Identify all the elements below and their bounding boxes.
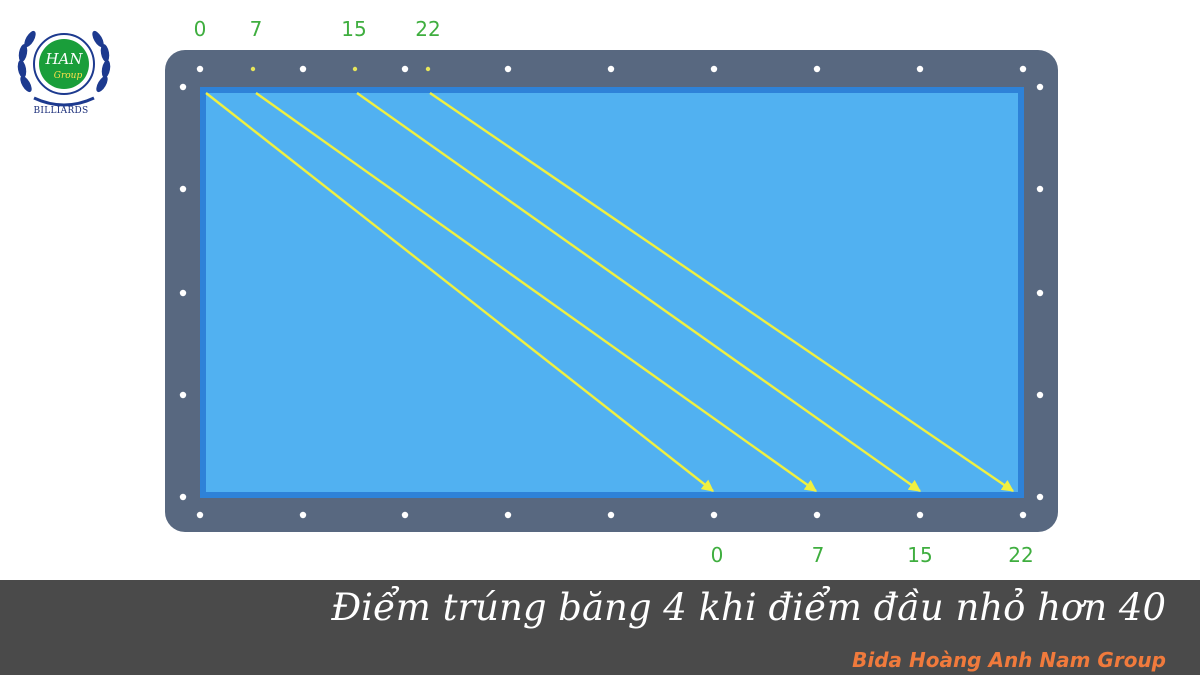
bottom-label-0: 0 [711,543,724,567]
footer-banner: Điểm trúng băng 4 khi điểm đầu nhỏ hơn 4… [0,580,1200,675]
shot-path-15 [356,92,921,492]
left-diamonds [179,83,187,501]
top-label-7: 7 [250,17,263,41]
bottom-label-15: 15 [907,543,932,567]
shot-path-7 [255,92,817,492]
logo-sub: Group [54,71,83,81]
han-group-logo: HAN Group [14,14,114,122]
billiard-table-diagram: 0 7 15 22 0 7 15 22 [165,17,1058,567]
bottom-diamonds [196,511,1027,519]
logo-caption: BILLIARDS [33,106,89,116]
top-label-15: 15 [341,17,366,41]
shot-path-0 [205,92,714,492]
top-label-22: 22 [415,17,440,41]
shot-path-22 [429,92,1014,492]
brand-name: Bida Hoàng Anh Nam Group [852,648,1166,672]
shot-paths [205,92,1014,492]
logo-monogram: HAN [44,50,83,68]
diagram-caption: Điểm trúng băng 4 khi điểm đầu nhỏ hơn 4… [331,586,1166,629]
right-diamonds [1036,83,1044,501]
table-cloth [206,93,1018,492]
top-diamonds [196,65,1027,73]
bottom-label-22: 22 [1008,543,1033,567]
top-label-0: 0 [194,17,207,41]
aim-markers [250,66,431,72]
bottom-label-7: 7 [812,543,825,567]
